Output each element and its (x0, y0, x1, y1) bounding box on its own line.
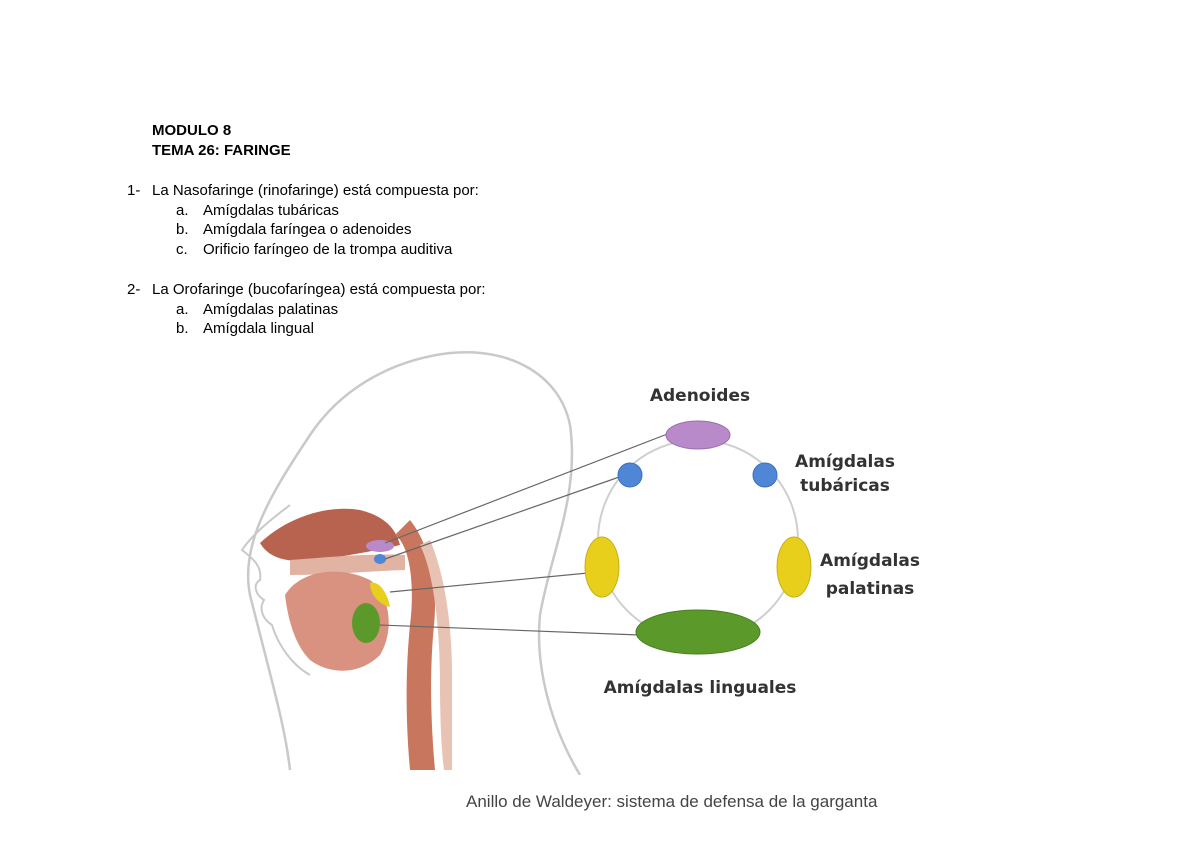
label-palatinas-line1: Amígdalas (820, 551, 920, 571)
label-palatinas-line2: palatinas (825, 579, 915, 599)
lingual-tonsil-small (352, 603, 380, 643)
label-linguales: Amígdalas linguales (603, 678, 797, 698)
list-item: Amígdala faríngea o adenoides (203, 221, 412, 238)
waldeyer-ring-figure: Adenoides Amígdalas tubáricas Amígdalas … (230, 345, 990, 776)
connector-linguales (379, 624, 641, 636)
figure-drawing (240, 350, 812, 776)
section-text: La Orofaringe (bucofaríngea) está compue… (152, 281, 486, 298)
spine (420, 540, 452, 770)
list-item: Orificio faríngeo de la trompa auditiva (203, 241, 453, 258)
head-outline (246, 350, 582, 776)
tubaric-tonsil-left (617, 462, 643, 488)
tongue (285, 571, 389, 671)
list-item: Amígdalas palatinas (203, 301, 339, 318)
list-letter: b. (176, 221, 189, 238)
label-tubaricas-line1: Amígdalas (795, 452, 895, 472)
palatine-tonsil-small (370, 582, 390, 607)
label-tubaricas-line2: tubáricas (800, 476, 890, 496)
topic-title: TEMA 26: FARINGE (152, 142, 291, 159)
adenoides-oval (665, 420, 731, 450)
connector-adenoides (384, 432, 671, 544)
list-item: Amígdala lingual (203, 320, 314, 337)
label-adenoides: Adenoides (649, 386, 751, 406)
section-text: La Nasofaringe (rinofaringe) está compue… (152, 182, 479, 199)
list-letter: a. (176, 202, 189, 219)
figure-caption: Anillo de Waldeyer: sistema de defensa d… (466, 792, 878, 811)
list-item: Amígdalas tubáricas (203, 202, 339, 219)
nasal-cavity (260, 508, 400, 562)
list-letter: c. (176, 241, 188, 258)
section-number: 2- (127, 281, 141, 298)
connector-palatinas (389, 572, 589, 593)
connector-tubaricas (384, 474, 626, 560)
list-letter: b. (176, 320, 189, 337)
palatine-tonsil-left (584, 536, 620, 598)
adenoid-small (366, 540, 394, 552)
palatine-tonsil-right (776, 536, 812, 598)
tubal-tonsil-small (374, 554, 386, 564)
list-letter: a. (176, 301, 189, 318)
face-outline (240, 504, 311, 676)
tubaric-tonsil-right (752, 462, 778, 488)
module-title: MODULO 8 (152, 122, 232, 139)
pharynx (395, 520, 435, 770)
lingual-tonsil-oval (635, 609, 761, 655)
section-number: 1- (127, 182, 141, 199)
